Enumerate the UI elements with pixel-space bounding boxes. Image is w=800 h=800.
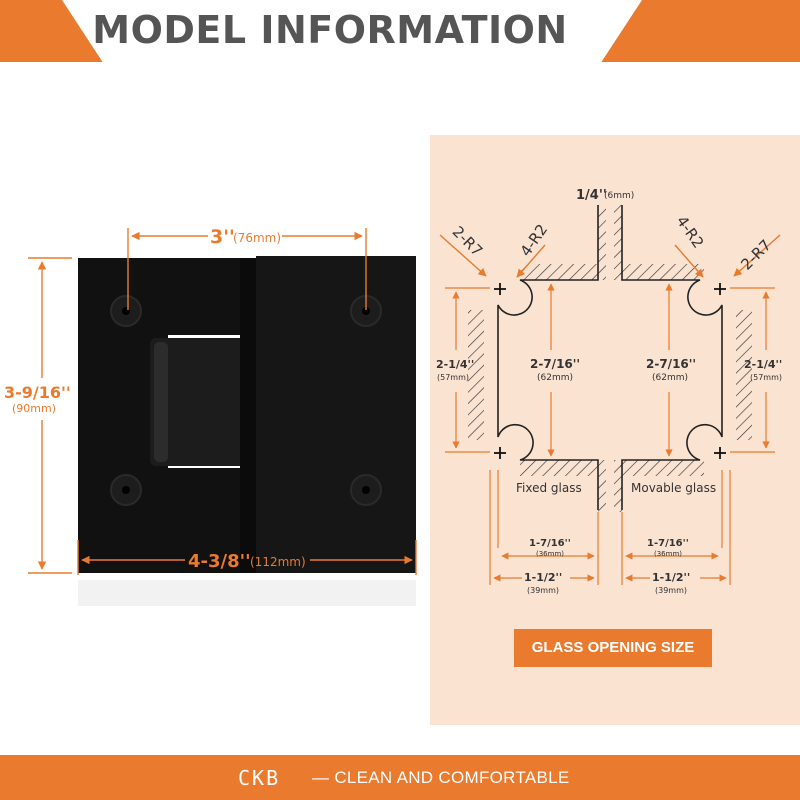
- brand-logo: CKB: [238, 766, 281, 790]
- brand-tagline: — CLEAN AND COMFORTABLE: [312, 768, 570, 787]
- right-width-large: 1-1/2'': [652, 571, 690, 584]
- screw-hole-tl: [110, 295, 142, 327]
- fixed-glass-label: Fixed glass: [516, 481, 582, 495]
- dim-hole-spacing-mm: (76mm): [233, 231, 281, 245]
- right-inner-height-mm: (62mm): [652, 373, 688, 383]
- left-width-small-mm: (36mm): [536, 550, 564, 558]
- radius-outer-left: 2-R7: [449, 223, 486, 260]
- screw-hole-bl: [110, 474, 142, 506]
- page-title: MODEL INFORMATION: [92, 8, 568, 52]
- left-outer-height-mm: (57mm): [437, 373, 469, 382]
- movable-glass-label: Movable glass: [631, 481, 716, 495]
- dim-height: 3-9/16'': [4, 383, 71, 402]
- screw-hole-br: [350, 474, 382, 506]
- hinge-image: [78, 256, 416, 606]
- dim-hole-spacing: 3'': [210, 226, 235, 248]
- dim-width-mm: (112mm): [250, 555, 306, 569]
- right-outer-height-mm: (57mm): [750, 373, 782, 382]
- gap-label-mm: (6mm): [604, 191, 634, 201]
- dim-height-mm: (90mm): [12, 402, 56, 415]
- glass-cutout-diagram: [439, 205, 781, 585]
- left-width-large: 1-1/2'': [524, 571, 562, 584]
- footer-bar: [0, 755, 800, 800]
- glass-opening-size-badge: GLASS OPENING SIZE: [514, 629, 712, 667]
- radius-inner-right: 4-R2: [673, 213, 708, 252]
- right-inner-height: 2-7/16'': [646, 357, 696, 371]
- left-inner-height: 2-7/16'': [530, 357, 580, 371]
- right-width-small-mm: (36mm): [654, 550, 682, 558]
- left-width-small: 1-7/16'': [529, 538, 571, 549]
- left-outer-height: 2-1/4'': [436, 358, 474, 371]
- right-width-large-mm: (39mm): [655, 586, 687, 595]
- left-width-large-mm: (39mm): [527, 586, 559, 595]
- radius-inner-left: 4-R2: [517, 221, 552, 260]
- right-width-small: 1-7/16'': [647, 538, 689, 549]
- right-outer-height: 2-1/4'': [744, 358, 782, 371]
- dim-width: 4-3/8'': [188, 551, 251, 572]
- left-inner-height-mm: (62mm): [537, 373, 573, 383]
- hinge-dimensions: [28, 228, 417, 575]
- gap-label: 1/4'': [576, 188, 607, 203]
- title-tab: [62, 0, 642, 62]
